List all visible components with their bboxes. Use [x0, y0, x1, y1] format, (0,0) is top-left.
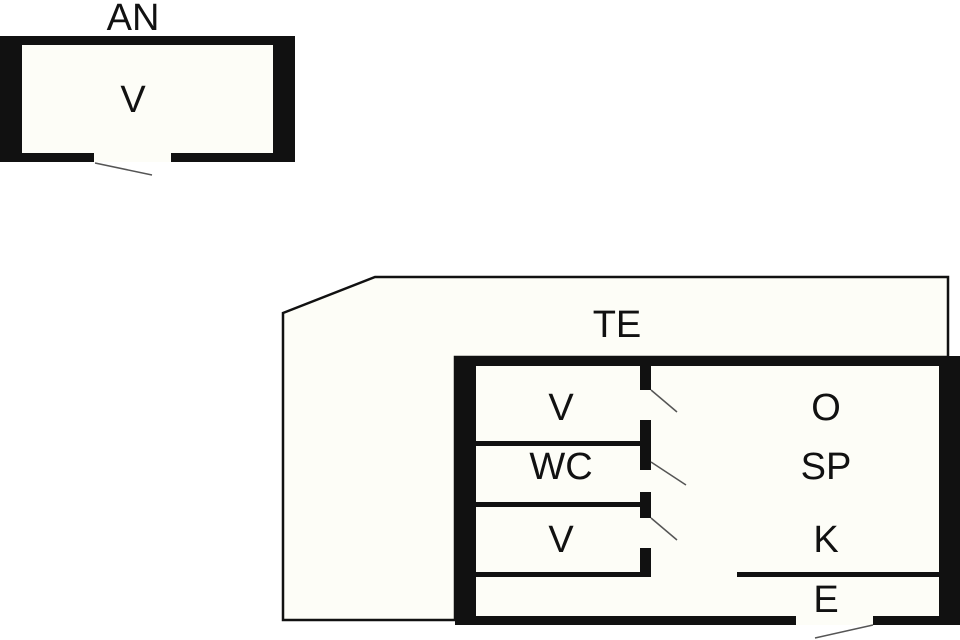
wall — [0, 153, 94, 162]
room-label: E — [813, 579, 838, 621]
wall — [873, 616, 960, 625]
terrace-label: TE — [593, 304, 642, 346]
main-floor — [455, 356, 960, 625]
wall — [476, 502, 646, 507]
wall — [737, 572, 940, 577]
door-swing — [650, 461, 687, 486]
main-building: V WC V O SP K E — [455, 356, 960, 639]
wall — [455, 616, 796, 625]
outbuilding: AN V — [0, 0, 295, 176]
wall — [171, 153, 295, 162]
wall — [273, 36, 295, 162]
room-label: O — [811, 387, 841, 429]
wall — [455, 356, 476, 625]
door-swing — [650, 517, 678, 541]
room-label: V — [548, 387, 574, 429]
room-label: V — [548, 519, 574, 561]
door-swing — [650, 389, 678, 413]
wall — [640, 548, 651, 577]
room-label: WC — [529, 446, 592, 488]
door-swing — [814, 624, 874, 639]
wall — [0, 36, 22, 162]
wall — [640, 366, 651, 390]
wall — [476, 572, 646, 577]
outbuilding-title: AN — [107, 0, 160, 39]
outbuilding-floor — [0, 36, 295, 162]
door-swing — [94, 162, 153, 176]
wall — [476, 441, 646, 446]
room-label: SP — [801, 446, 852, 488]
wall — [0, 36, 295, 45]
wall — [939, 356, 960, 625]
room-label: V — [120, 79, 146, 121]
room-label: K — [813, 519, 838, 561]
wall — [455, 356, 960, 366]
